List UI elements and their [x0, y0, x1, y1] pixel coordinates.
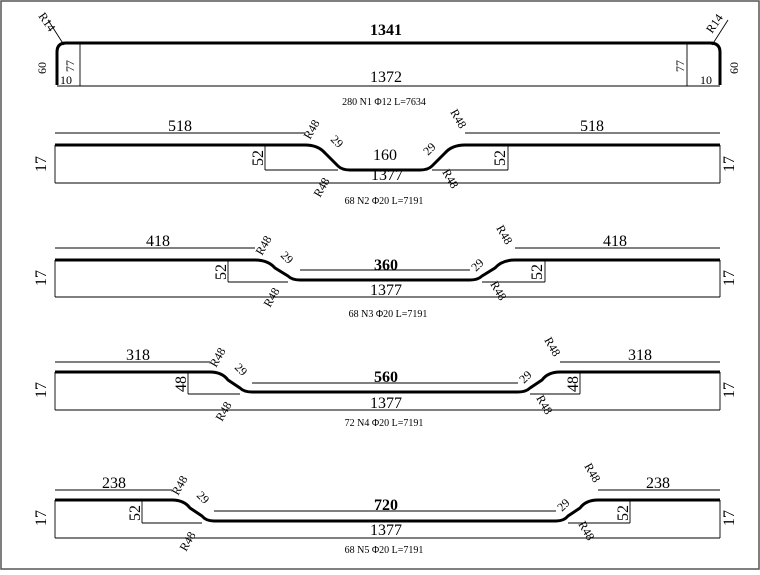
n4-bottom-length: 1377: [370, 395, 402, 412]
n1-base-left: 10: [60, 73, 72, 87]
n1-caption: 280 N1 Φ12 L=7634: [342, 97, 426, 108]
n3-end-right: 17: [721, 270, 738, 286]
n3-center-length: 360: [374, 257, 398, 274]
n4-center-length: 560: [374, 369, 398, 386]
n2-bar: [55, 143, 720, 172]
n2-left-length: 518: [168, 118, 192, 135]
n5-rise-right: 52: [615, 505, 632, 521]
n3-bottom-length: 1377: [370, 282, 402, 299]
n3-end-left: 17: [33, 270, 50, 286]
n3-left-length: 418: [146, 233, 170, 250]
n2-rise-left: 52: [250, 150, 267, 166]
n5-center-length: 720: [374, 497, 398, 514]
n1-hook-inner-left: 77: [63, 60, 77, 72]
n2-end-right: 17: [721, 156, 738, 172]
n4-bar: [55, 370, 720, 394]
n4-end-left: 17: [33, 382, 50, 398]
n2-rise-right: 52: [492, 150, 509, 166]
n2-center-length: 160: [373, 147, 397, 164]
n1-right-hook: [709, 41, 722, 85]
n2-end-left: 17: [33, 156, 50, 172]
n4-right-length: 318: [628, 347, 652, 364]
n1-bottom-length: 1372: [370, 69, 402, 86]
n3-rise-left: 52: [213, 264, 230, 280]
n5-caption: 68 N5 Φ20 L=7191: [345, 545, 424, 556]
n4-rise-right: 48: [565, 376, 582, 392]
n5-left-length: 238: [102, 475, 126, 492]
n5-end-right: 17: [721, 510, 738, 526]
n1-top-length: 1341: [370, 22, 402, 39]
n2-bottom-length: 1377: [371, 167, 403, 184]
n3-rise-right: 52: [529, 264, 546, 280]
n5-right-length: 238: [646, 475, 670, 492]
n1-base-right: 10: [700, 73, 712, 87]
n1-hook-outer-right: 60: [727, 62, 741, 74]
rebar-n2: 518 518 160 1377 17 17 52 52 29 29 R48 R…: [33, 107, 738, 208]
n3-bar: [55, 258, 720, 282]
n4-rise-left: 48: [173, 376, 190, 392]
n4-end-right: 17: [721, 382, 738, 398]
n4-left-length: 318: [126, 347, 150, 364]
n2-right-length: 518: [580, 118, 604, 135]
n3-caption: 68 N3 Φ20 L=7191: [349, 309, 428, 320]
n5-bar: [55, 498, 720, 523]
n1-hook-inner-right: 77: [673, 60, 687, 72]
n1-hook-outer-left: 60: [35, 62, 49, 74]
n1-right-leader: [711, 19, 729, 46]
n5-end-left: 17: [33, 510, 50, 526]
n1-left-leader: [47, 19, 65, 46]
n1-left-hook: [55, 41, 67, 85]
n5-rise-left: 52: [127, 505, 144, 521]
n3-right-length: 418: [603, 233, 627, 250]
rebar-n1: 1341 1372 R14 R14 60 77 77 60 10 10 280 …: [35, 10, 741, 108]
n4-caption: 72 N4 Φ20 L=7191: [345, 418, 424, 429]
n5-bottom-length: 1377: [370, 522, 402, 539]
rebar-n3: 418 418 360 1377 17 17 52 52 29 29 R48 R…: [33, 223, 738, 321]
n2-caption: 68 N2 Φ20 L=7191: [345, 196, 424, 207]
